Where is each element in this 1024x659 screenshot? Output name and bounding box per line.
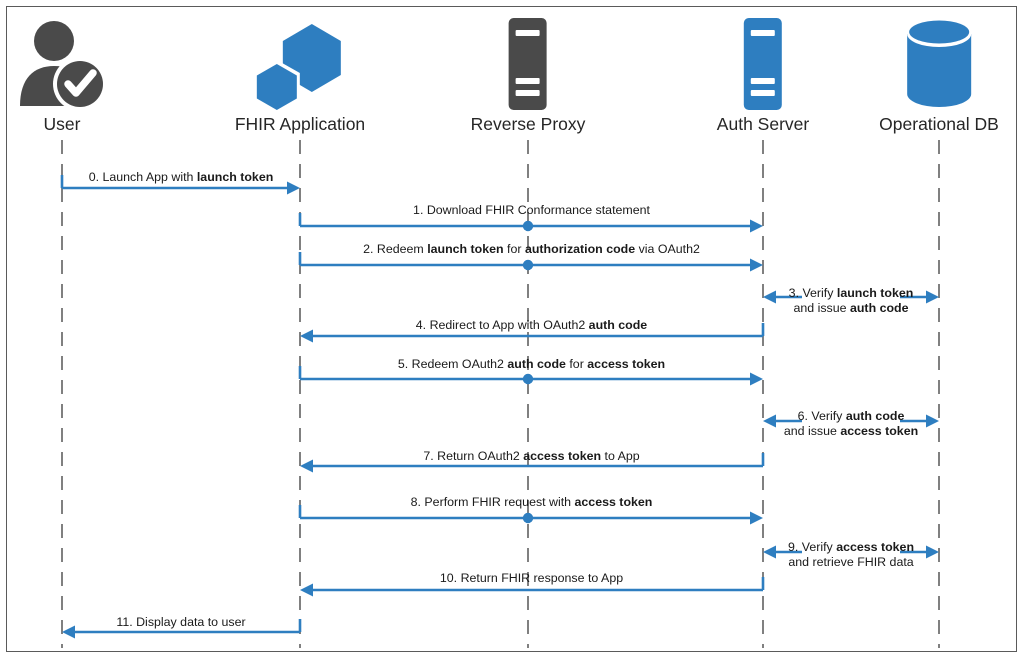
message-label-0: 0. Launch App with launch token xyxy=(88,170,274,184)
user-check-icon-svg xyxy=(20,21,107,111)
server-icon xyxy=(717,12,809,112)
actor-label-user: User xyxy=(43,114,81,134)
message-label-2: 2. Redeem launch token for authorization… xyxy=(363,242,700,256)
message-label-5: 5. Redeem OAuth2 auth code for access to… xyxy=(397,357,666,371)
hexagon-app-icon-svg xyxy=(254,24,341,112)
actor-proxy: Reverse Proxy xyxy=(470,12,586,134)
message-label-7: 7. Return OAuth2 access token to App xyxy=(423,449,640,463)
diagram-frame-border xyxy=(6,6,1017,652)
server-icon-svg xyxy=(744,18,782,110)
message-label-10: 10. Return FHIR response to App xyxy=(439,571,624,585)
actor-label-app: FHIR Application xyxy=(234,114,366,134)
actor-label-proxy: Reverse Proxy xyxy=(470,114,586,134)
database-icon-svg xyxy=(907,20,971,107)
server-icon-svg xyxy=(508,18,547,110)
message-label-8: 8. Perform FHIR request with access toke… xyxy=(410,495,653,509)
actor-auth: Auth Server xyxy=(717,12,809,134)
message-label-1: 1. Download FHIR Conformance statement xyxy=(413,203,650,217)
server-icon xyxy=(471,12,586,112)
hexagon-app-icon xyxy=(235,12,365,112)
actor-label-db: Operational DB xyxy=(879,114,999,134)
message-label-11: 11. Display data to user xyxy=(116,615,246,629)
actor-app: FHIR Application xyxy=(235,12,365,134)
actor-db: Operational DB xyxy=(879,12,999,134)
actor-user: User xyxy=(14,12,110,134)
database-icon xyxy=(879,12,999,112)
message-label-4: 4. Redirect to App with OAuth2 auth code xyxy=(415,318,648,332)
actor-label-auth: Auth Server xyxy=(716,114,810,134)
user-check-icon xyxy=(14,12,110,112)
